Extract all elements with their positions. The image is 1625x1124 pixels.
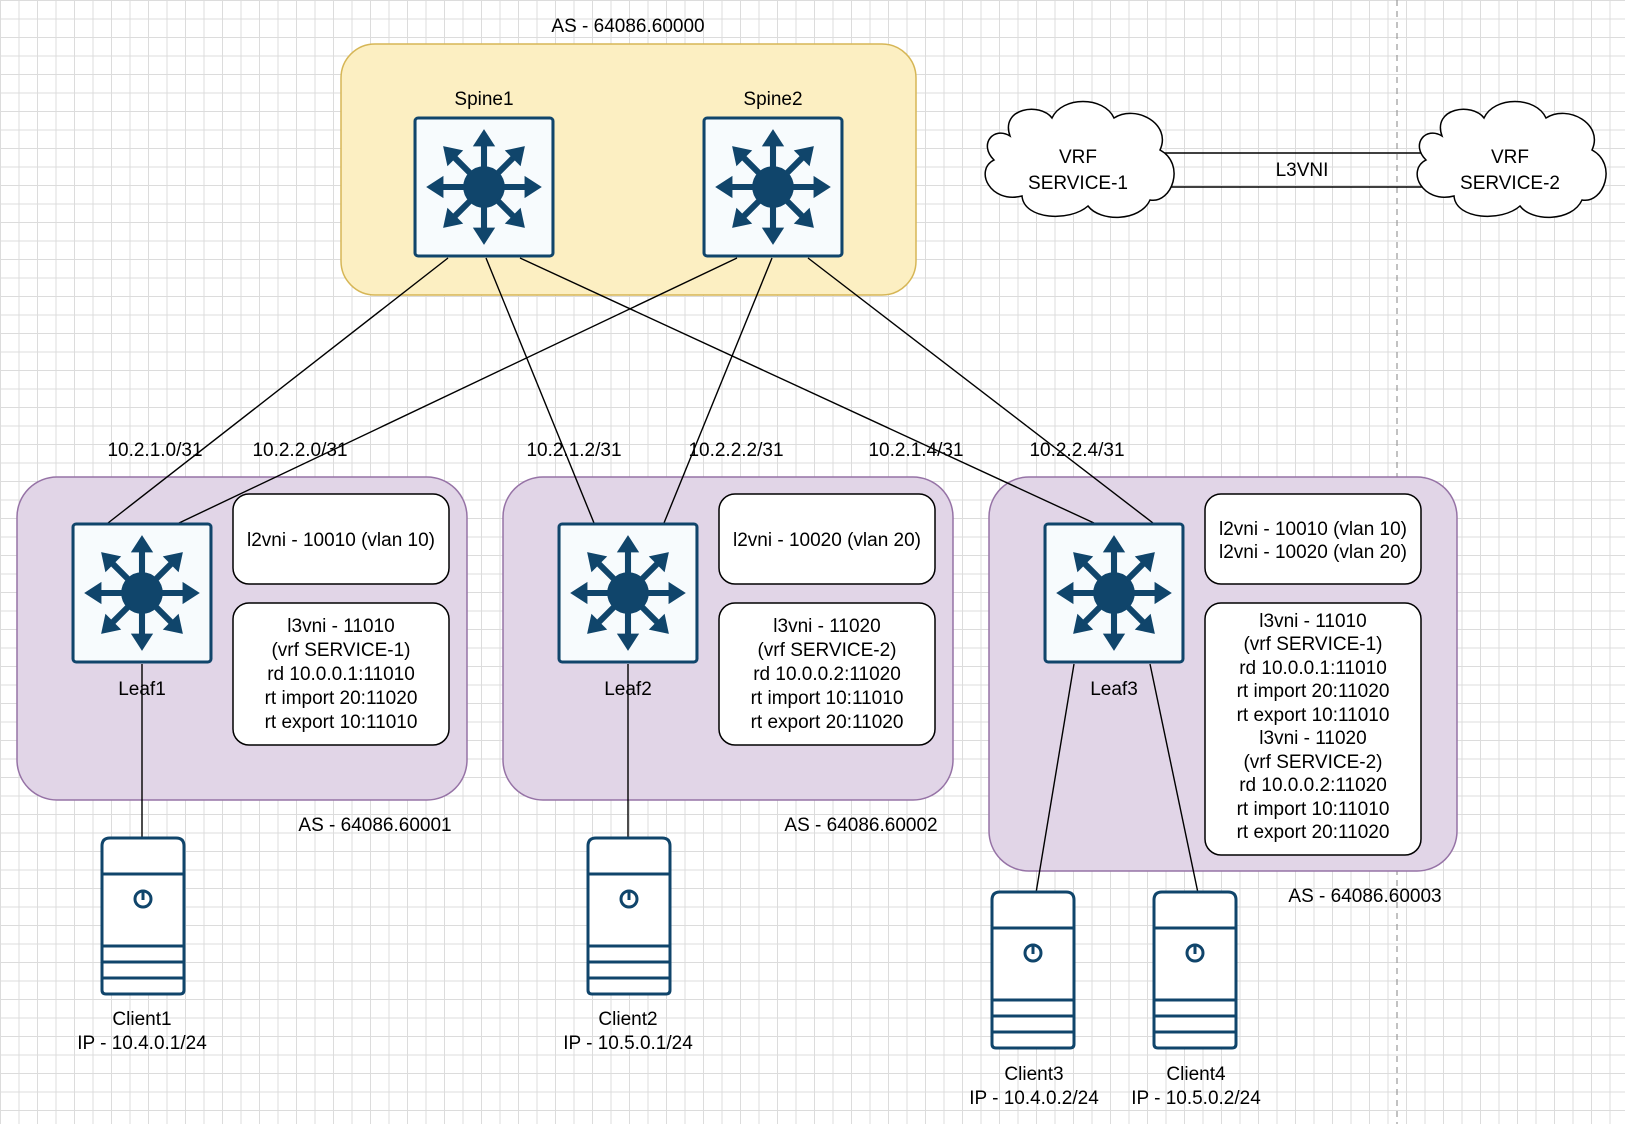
vrf-right-line: VRF xyxy=(1491,147,1529,168)
leaf3-l2vni-line: l2vni - 10020 (vlan 20) xyxy=(1219,542,1407,563)
client3-server-icon[interactable] xyxy=(990,890,1076,1050)
leaf3-l3vni-line: rt export 20:11020 xyxy=(1237,822,1390,843)
leaf1-l3vni-line: (vrf SERVICE-1) xyxy=(271,640,410,661)
link-label-spine2-leaf1: 10.2.2.0/31 xyxy=(252,440,347,461)
leaf2-l3vni-line: rd 10.0.0.2:11020 xyxy=(753,664,901,685)
leaf3-l3vni-line: l3vni - 11020 xyxy=(1259,728,1366,749)
leaf2-as-label: AS - 64086.60002 xyxy=(784,815,937,836)
vrf-service-2-cloud xyxy=(1416,100,1607,218)
link-spine2-leaf2 xyxy=(663,257,773,524)
leaf2-l3vni-line: rt import 10:11010 xyxy=(751,688,904,709)
leaf2-switch-icon[interactable] xyxy=(559,524,697,662)
leaf3-label: Leaf3 xyxy=(1090,679,1138,700)
link-label-spine1-leaf3: 10.2.1.4/31 xyxy=(868,440,963,461)
client2-ip: IP - 10.5.0.1/24 xyxy=(563,1033,693,1054)
leaf1-l2vni-box xyxy=(232,493,450,585)
link-spine1-leaf3 xyxy=(519,257,1095,524)
client4-name: Client4 xyxy=(1166,1064,1226,1085)
leaf2-l3vni-line: (vrf SERVICE-2) xyxy=(757,640,896,661)
leaf1-l3vni-line: rt import 20:11020 xyxy=(265,688,418,709)
client1-ip: IP - 10.4.0.1/24 xyxy=(77,1033,207,1054)
leaf3-l2vni-box xyxy=(1204,493,1422,585)
link-leaf3-client4 xyxy=(1149,663,1199,894)
vrf-service-1-cloud xyxy=(984,100,1175,218)
leaf2-l3vni-box xyxy=(718,602,936,746)
leaf3-as-label: AS - 64086.60003 xyxy=(1288,886,1441,907)
client2-name: Client2 xyxy=(598,1009,657,1030)
client2-server-icon[interactable] xyxy=(586,836,672,996)
spine1-switch-icon[interactable] xyxy=(415,118,553,256)
leaf2-l3vni-line: l3vni - 11020 xyxy=(773,616,880,637)
link-label-spine1-leaf2: 10.2.1.2/31 xyxy=(526,440,621,461)
link-spine2-leaf1 xyxy=(178,257,738,524)
link-spine2-leaf3 xyxy=(807,257,1154,524)
leaf1-l2vni-line: l2vni - 10010 (vlan 10) xyxy=(247,530,435,551)
leaf3-l3vni-line: l3vni - 11010 xyxy=(1259,611,1366,632)
vrf-left-line: VRF xyxy=(1059,147,1097,168)
leaf2-l2vni-line: l2vni - 10020 (vlan 20) xyxy=(733,530,921,551)
leaf3-l3vni-box xyxy=(1204,602,1422,856)
spine-as-label: AS - 64086.60000 xyxy=(551,16,704,37)
link-spine1-leaf2 xyxy=(485,257,595,524)
client1-server-icon[interactable] xyxy=(100,836,186,996)
client3-ip: IP - 10.4.0.2/24 xyxy=(969,1088,1099,1109)
leaf1-as-label: AS - 64086.60001 xyxy=(298,815,451,836)
leaf3-l3vni-line: rt import 10:11010 xyxy=(1237,799,1390,820)
leaf3-l3vni-line: rt export 10:11010 xyxy=(1237,705,1390,726)
vrf-right-line: SERVICE-2 xyxy=(1460,173,1560,194)
spine2-label: Spine2 xyxy=(743,89,802,110)
leaf2-l3vni-line: rt export 20:11020 xyxy=(751,712,904,733)
link-label-spine1-leaf1: 10.2.1.0/31 xyxy=(107,440,202,461)
leaf1-l3vni-line: rt export 10:11010 xyxy=(265,712,418,733)
l3vni-link-label: L3VNI xyxy=(1276,160,1329,181)
client1-name: Client1 xyxy=(112,1009,171,1030)
link-label-spine2-leaf2: 10.2.2.2/31 xyxy=(688,440,783,461)
leaf1-l3vni-line: l3vni - 11010 xyxy=(287,616,394,637)
leaf3-l3vni-line: (vrf SERVICE-2) xyxy=(1243,752,1382,773)
leaf2-label: Leaf2 xyxy=(604,679,652,700)
leaf3-l3vni-line: rt import 20:11020 xyxy=(1237,681,1390,702)
vrf-left-line: SERVICE-1 xyxy=(1028,173,1128,194)
leaf3-l2vni-line: l2vni - 10010 (vlan 10) xyxy=(1219,519,1407,540)
spine1-label: Spine1 xyxy=(454,89,513,110)
leaf3-switch-icon[interactable] xyxy=(1045,524,1183,662)
leaf1-label: Leaf1 xyxy=(118,679,166,700)
client4-server-icon[interactable] xyxy=(1152,890,1238,1050)
leaf3-l3vni-line: rd 10.0.0.2:11020 xyxy=(1239,775,1387,796)
leaf3-l3vni-line: rd 10.0.0.1:11010 xyxy=(1239,658,1387,679)
leaf1-l3vni-box xyxy=(232,602,450,746)
link-leaf3-client3 xyxy=(1035,663,1075,894)
client3-name: Client3 xyxy=(1004,1064,1063,1085)
leaf1-l3vni-line: rd 10.0.0.1:11010 xyxy=(267,664,415,685)
leaf3-l3vni-line: (vrf SERVICE-1) xyxy=(1243,634,1382,655)
leaf1-switch-icon[interactable] xyxy=(73,524,211,662)
client4-ip: IP - 10.5.0.2/24 xyxy=(1131,1088,1261,1109)
link-label-spine2-leaf3: 10.2.2.4/31 xyxy=(1029,440,1124,461)
spine2-switch-icon[interactable] xyxy=(704,118,842,256)
link-spine1-leaf1 xyxy=(107,257,449,524)
leaf2-l2vni-box xyxy=(718,493,936,585)
